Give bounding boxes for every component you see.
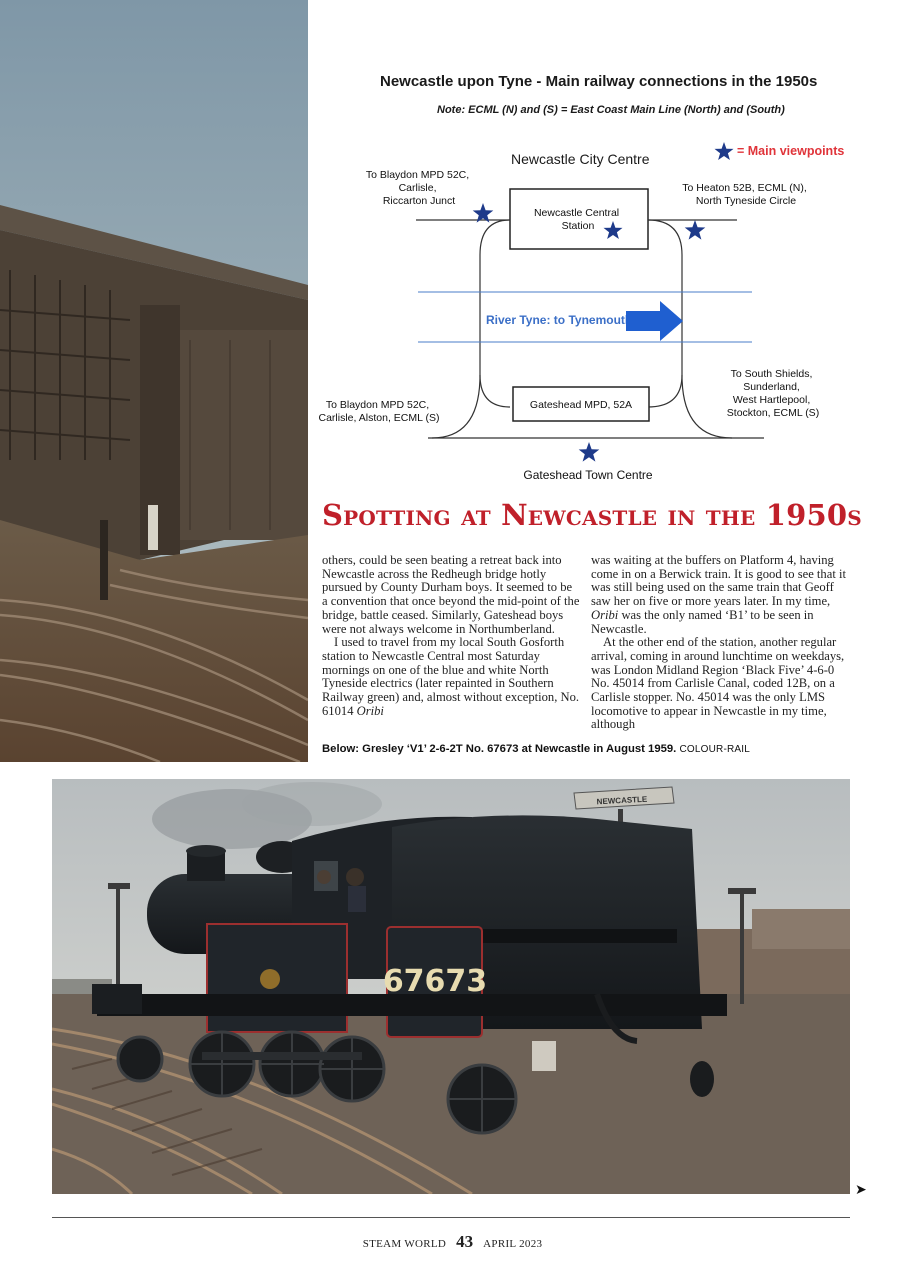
page-number: 43 (456, 1232, 474, 1251)
issue-date: APRIL 2023 (483, 1238, 543, 1250)
star-icon (578, 442, 600, 462)
paragraph: At the other end of the station, another… (591, 635, 845, 732)
railway-connections-diagram: Newcastle upon Tyne - Main railway conne… (312, 60, 872, 490)
central-station-label: Newcastle Central Station (534, 207, 622, 232)
river-label: River Tyne: to Tynemouth (486, 313, 632, 327)
continue-arrow-icon: ➤ (855, 1182, 867, 1198)
paragraph: I used to travel from my local South Gos… (322, 635, 580, 718)
gateshead-mpd-label: Gateshead MPD, 52A (530, 399, 632, 411)
station-sign-text: NEWCASTLE (596, 795, 648, 807)
publication-name: STEAM WORLD (362, 1238, 447, 1250)
photo-caption: Below: Gresley ‘V1’ 2-6-2T No. 67673 at … (322, 743, 751, 755)
article-heading: Spotting at Newcastle in the 1950s (322, 498, 862, 532)
star-icon (684, 220, 706, 240)
locomotive: 67673 (92, 815, 727, 1135)
paragraph: others, could be seen beating a retreat … (322, 553, 580, 636)
southeast-destinations: To South Shields, Sunderland, West Hartl… (727, 368, 819, 419)
gateshead-mpd-box (512, 386, 650, 422)
locomotive-number: 67673 (383, 964, 487, 999)
photo-credit: COLOUR-RAIL (679, 744, 751, 755)
river-arrow-icon (626, 301, 683, 341)
paragraph: was waiting at the buffers on Platform 4… (591, 553, 846, 636)
article-column-left: others, could be seen beating a retreat … (322, 553, 580, 718)
page-footer: STEAM WORLD 43 APRIL 2023 (0, 1232, 905, 1252)
diagram-title: Newcastle upon Tyne - Main railway conne… (380, 73, 817, 90)
diagram-note: Note: ECML (N) and (S) = East Coast Main… (437, 104, 785, 116)
star-icon (714, 142, 734, 160)
star-icon (472, 203, 494, 223)
key-label: = Main viewpoints (737, 144, 844, 158)
star-icon (603, 221, 623, 239)
footer-divider (52, 1217, 850, 1218)
article-column-right: was waiting at the buffers on Platform 4… (591, 553, 849, 732)
locomotive-photo: NEWCASTLE 67673 (52, 779, 850, 1194)
central-station-box (509, 188, 649, 250)
northwest-destinations: To Blaydon MPD 52C, Carlisle, Riccarton … (366, 169, 472, 207)
viewpoint-key: = Main viewpoints (714, 142, 844, 160)
station-roof-photo (0, 0, 308, 762)
city-centre-label: Newcastle City Centre (511, 151, 650, 167)
northeast-destinations: To Heaton 52B, ECML (N), North Tyneside … (682, 182, 809, 207)
gateshead-centre-label: Gateshead Town Centre (523, 468, 653, 482)
southwest-destinations: To Blaydon MPD 52C, Carlisle, Alston, EC… (319, 399, 440, 424)
